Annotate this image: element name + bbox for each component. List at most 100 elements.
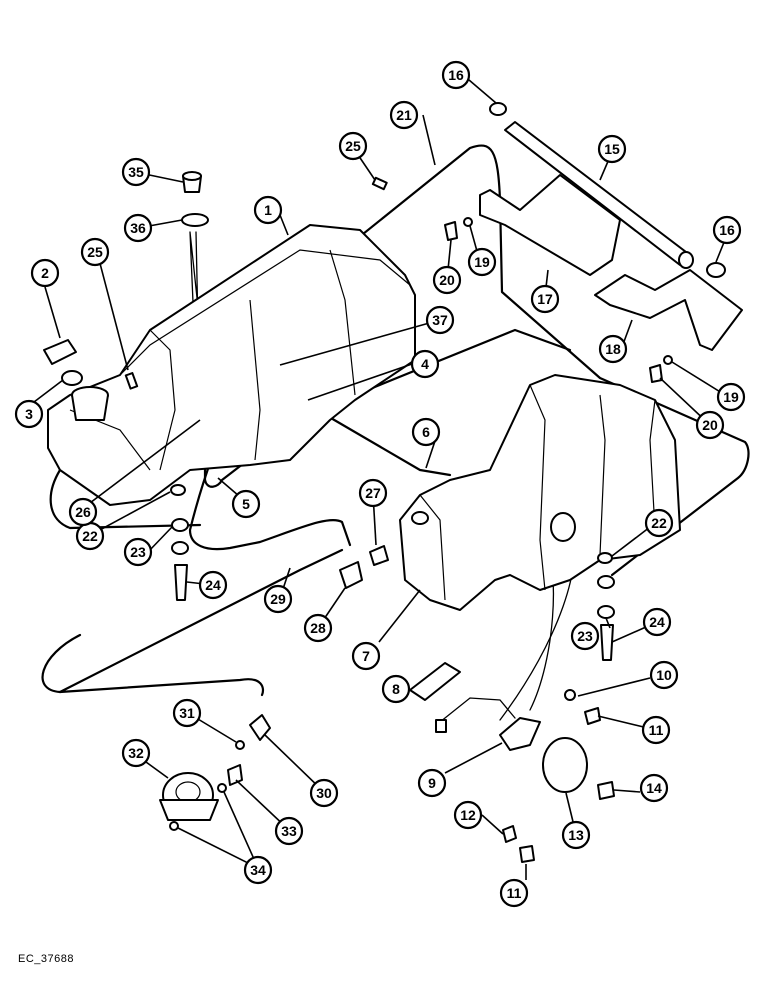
- callout-25-top: 25: [338, 131, 368, 161]
- svg-text:21: 21: [396, 107, 412, 123]
- callout-20-top: 20: [432, 265, 462, 295]
- callout-30: 30: [309, 778, 339, 808]
- fuel-tank-7: [399, 374, 681, 611]
- svg-text:12: 12: [460, 807, 476, 823]
- callout-16-top: 16: [441, 60, 471, 90]
- tube-15-end: [678, 251, 694, 269]
- bolt-20-right: [649, 364, 663, 383]
- svg-text:25: 25: [87, 244, 103, 260]
- svg-text:34: 34: [250, 862, 266, 878]
- washer-19-right: [663, 355, 673, 365]
- callout-28: 28: [303, 613, 333, 643]
- callout-37: 37: [425, 305, 455, 335]
- svg-text:19: 19: [474, 254, 490, 270]
- sender-9: [499, 717, 541, 751]
- svg-text:29: 29: [270, 591, 286, 607]
- svg-text:22: 22: [82, 528, 98, 544]
- callout-22-left: 22: [75, 521, 105, 551]
- bolt-33: [227, 764, 243, 786]
- clamp-36: [181, 213, 209, 227]
- callout-8: 8: [381, 674, 411, 704]
- callout-21: 21: [389, 100, 419, 130]
- washer-23-right-b: [597, 605, 615, 619]
- callout-6: 6: [411, 417, 441, 447]
- svg-text:36: 36: [130, 220, 146, 236]
- callout-18: 18: [598, 334, 628, 364]
- svg-text:20: 20: [439, 272, 455, 288]
- fitting-28: [339, 561, 363, 589]
- svg-text:17: 17: [537, 291, 553, 307]
- return-line: [298, 328, 572, 477]
- svg-text:24: 24: [205, 577, 221, 593]
- callout-31: 31: [172, 698, 202, 728]
- callout-13: 13: [561, 820, 591, 850]
- svg-text:14: 14: [646, 780, 662, 796]
- svg-text:16: 16: [719, 222, 735, 238]
- svg-text:26: 26: [75, 504, 91, 520]
- svg-text:4: 4: [421, 356, 429, 372]
- callout-22-right: 22: [644, 508, 674, 538]
- washer-19-top: [463, 217, 473, 227]
- callout-26: 26: [68, 497, 98, 527]
- svg-text:1: 1: [264, 202, 272, 218]
- callout-9: 9: [417, 768, 447, 798]
- plug-25-top: [371, 176, 388, 191]
- callout-35: 35: [121, 157, 151, 187]
- svg-text:19: 19: [723, 389, 739, 405]
- callout-24-left: 24: [198, 570, 228, 600]
- callout-36: 36: [123, 213, 153, 243]
- banjo-bolt-24-left: [174, 564, 188, 601]
- sender-port: [550, 512, 576, 542]
- svg-text:28: 28: [310, 620, 326, 636]
- svg-text:13: 13: [568, 827, 584, 843]
- svg-text:5: 5: [242, 496, 250, 512]
- callout-5: 5: [231, 489, 261, 519]
- svg-text:16: 16: [448, 67, 464, 83]
- callout-19-top: 19: [467, 247, 497, 277]
- callout-14: 14: [639, 773, 669, 803]
- svg-text:22: 22: [651, 515, 667, 531]
- washer-22-left: [170, 484, 186, 496]
- washer-23-left-b: [171, 541, 189, 555]
- callout-10: 10: [649, 660, 679, 690]
- seal-3: [61, 370, 83, 386]
- callout-7: 7: [351, 641, 381, 671]
- cap-2: [43, 339, 77, 365]
- svg-text:24: 24: [649, 614, 665, 630]
- bolt-20-top: [444, 221, 458, 241]
- svg-text:8: 8: [392, 681, 400, 697]
- washer-23-right-a: [597, 575, 615, 589]
- plug-25-left: [124, 372, 139, 390]
- callout-16-right: 16: [712, 215, 742, 245]
- svg-text:32: 32: [128, 745, 144, 761]
- callout-11-right: 11: [641, 715, 671, 745]
- svg-text:31: 31: [179, 705, 195, 721]
- callout-1: 1: [253, 195, 283, 225]
- svg-text:23: 23: [577, 628, 593, 644]
- callout-33: 33: [274, 816, 304, 846]
- banjo-bolt-24-right: [600, 624, 614, 661]
- callout-23-left: 23: [123, 537, 153, 567]
- svg-text:15: 15: [604, 141, 620, 157]
- callout-20-right: 20: [695, 410, 725, 440]
- bracket-18: [594, 269, 743, 351]
- leader-lines: [33, 73, 731, 880]
- svg-text:10: 10: [656, 667, 672, 683]
- screw-14: [597, 781, 615, 800]
- callout-11-lower: 11: [499, 878, 529, 908]
- svg-text:3: 3: [25, 406, 33, 422]
- elbow-30: [249, 714, 271, 741]
- callout-24-right: 24: [642, 607, 672, 637]
- gasket-8: [409, 662, 461, 701]
- callout-19-right: 19: [716, 382, 746, 412]
- washer-22-right: [597, 552, 613, 564]
- washer-34-a: [217, 783, 227, 793]
- nut-10: [564, 689, 576, 701]
- svg-text:11: 11: [507, 885, 522, 901]
- fuel-tank-1: [47, 224, 416, 506]
- svg-text:33: 33: [281, 823, 297, 839]
- bracket-17: [479, 174, 621, 276]
- cover-13: [542, 737, 588, 793]
- svg-text:30: 30: [316, 785, 332, 801]
